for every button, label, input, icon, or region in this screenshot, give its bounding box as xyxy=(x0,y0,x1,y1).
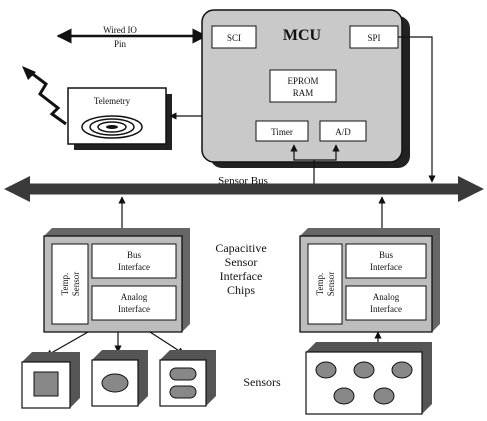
left-interface-chip xyxy=(43,228,190,333)
right-temp-sensor-label-1: Temp. xyxy=(315,273,325,296)
ad-label: A/D xyxy=(335,127,351,137)
sensor-bus xyxy=(4,176,484,202)
sensor-array xyxy=(305,342,432,415)
right-temp-sensor-label-2: Sensor xyxy=(326,272,336,297)
chips-caption-2: Sensor xyxy=(225,255,258,269)
spi-label: SPI xyxy=(367,33,380,43)
timer-label: Timer xyxy=(271,127,293,137)
left-temp-sensor-label-1: Temp. xyxy=(60,273,70,296)
memory-label-2: RAM xyxy=(293,88,314,98)
memory-label-1: EPROM xyxy=(287,76,318,86)
chips-caption-4: Chips xyxy=(227,283,255,297)
left-bus-interface-label-1: Bus xyxy=(127,250,142,260)
right-bus-interface-label-1: Bus xyxy=(379,250,394,260)
sensor-square-pad xyxy=(21,352,80,409)
ad-box xyxy=(319,120,367,142)
right-analog-interface-label-2: Interface xyxy=(370,304,402,314)
sensor-bus-label: Sensor Bus xyxy=(218,175,268,187)
right-interface-chip xyxy=(299,228,440,333)
left-bus-interface-label-2: Interface xyxy=(118,262,150,272)
telemetry-label: Telemetry xyxy=(94,96,131,106)
chips-caption-3: Interface xyxy=(220,269,263,283)
sensor-single-electrode xyxy=(91,350,148,407)
memory-box xyxy=(269,69,337,103)
antenna-coil-icon xyxy=(81,115,143,139)
wired-io-label-2: Pin xyxy=(114,39,127,49)
timer-box xyxy=(255,120,309,142)
mcu-title: MCU xyxy=(283,27,322,44)
left-analog-interface-label-2: Interface xyxy=(118,304,150,314)
wired-io-label-1: Wired IO xyxy=(103,25,137,35)
chips-caption-1: Capacitive xyxy=(215,241,266,255)
left-temp-sensor-label-2: Sensor xyxy=(71,272,81,297)
left-analog-interface-label-1: Analog xyxy=(121,292,148,302)
sci-box xyxy=(211,25,257,49)
right-bus-interface-label-2: Interface xyxy=(370,262,402,272)
sci-label: SCI xyxy=(227,33,241,43)
spi-to-bus-line xyxy=(398,36,436,183)
sensor-dual-electrode xyxy=(159,350,216,407)
bus-to-mcu-lines xyxy=(290,144,340,186)
wireless-signal-icon xyxy=(22,66,67,126)
sensors-caption: Sensors xyxy=(243,375,281,389)
right-analog-interface-label-1: Analog xyxy=(373,292,400,302)
